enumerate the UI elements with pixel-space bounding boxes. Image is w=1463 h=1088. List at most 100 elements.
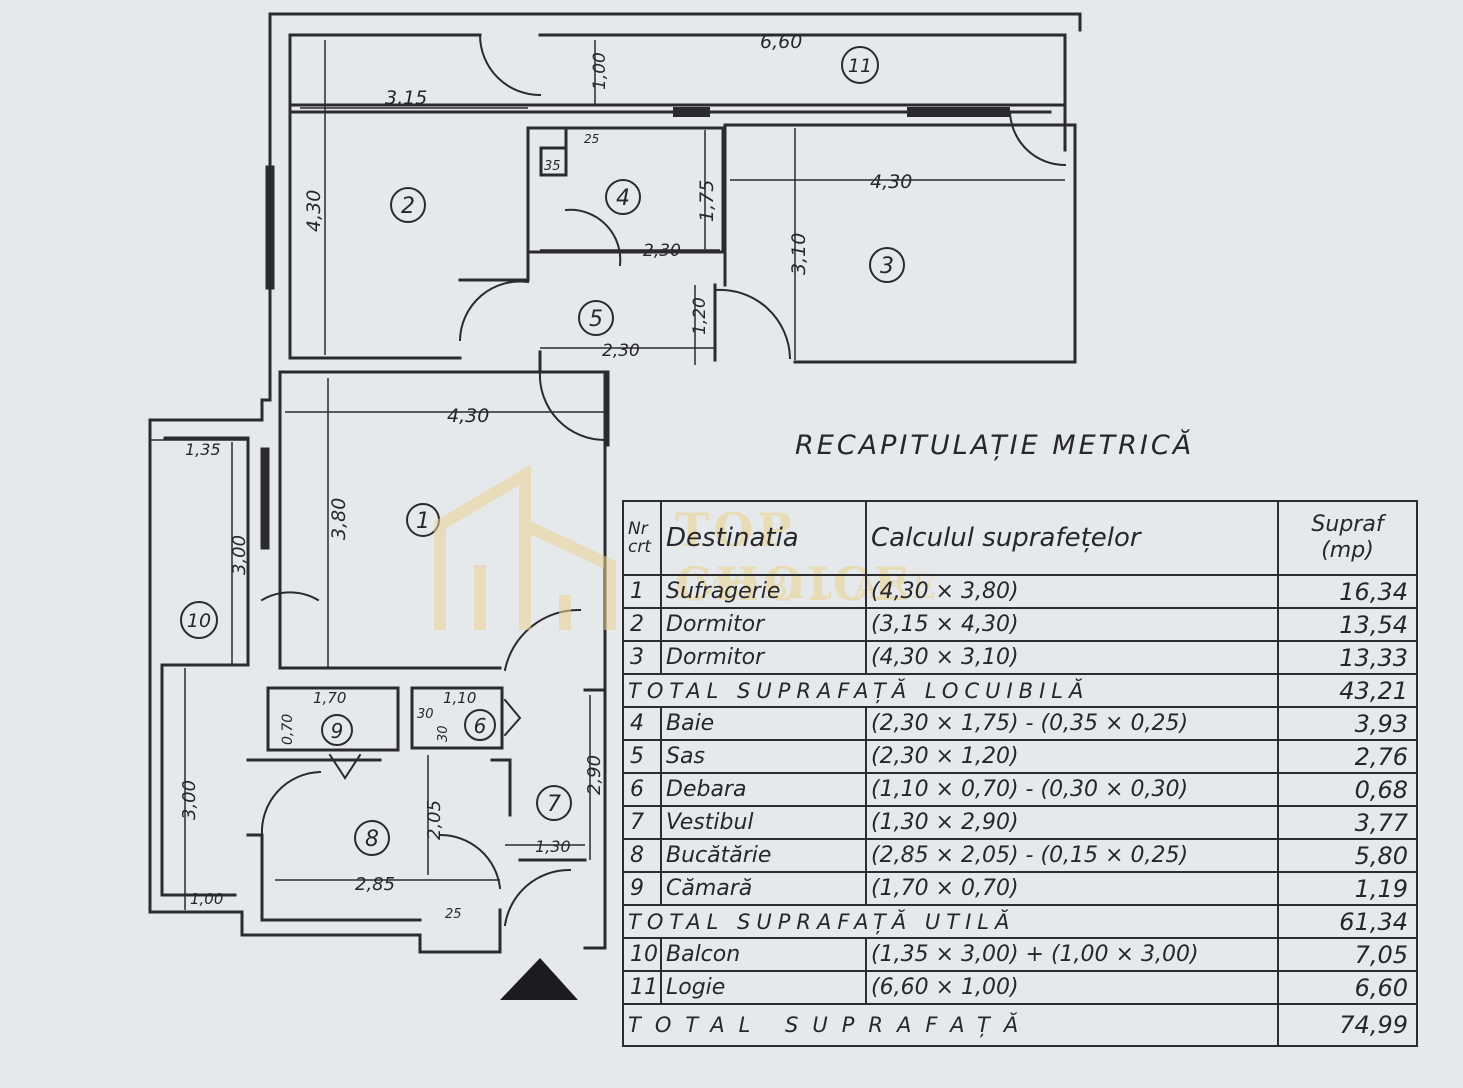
row-destination: Debara bbox=[660, 772, 867, 807]
dimension-labels: 6,60 1,00 3,15 4,30 4,30 1,75 2,30 3,10 … bbox=[179, 31, 912, 922]
total-label: TOTAL SUPRAFAȚĂ bbox=[622, 1003, 1279, 1047]
north-arrow-icon bbox=[500, 958, 578, 1000]
room-number: 3 bbox=[880, 254, 894, 279]
dim-label: 1,75 bbox=[696, 180, 718, 222]
wall-room-3 bbox=[723, 123, 1077, 364]
header-nr: Nr crt bbox=[622, 500, 662, 576]
dim-label: 3,00 bbox=[179, 780, 200, 820]
dim-label: 4,30 bbox=[447, 405, 489, 427]
row-destination: Sas bbox=[660, 739, 867, 774]
room-labels: 1 2 3 4 5 6 7 8 9 10 11 bbox=[180, 46, 905, 856]
door-swing bbox=[478, 33, 542, 97]
door-swing bbox=[538, 370, 607, 442]
total-label: TOTAL SUPRAFAȚĂ UTILĂ bbox=[622, 904, 1279, 939]
dim-label: 2,85 bbox=[355, 874, 395, 895]
room-number: 8 bbox=[365, 827, 379, 852]
dim-label: 4,30 bbox=[303, 190, 325, 232]
dim-label: 3,00 bbox=[229, 535, 250, 575]
row-calculation: (2,30 × 1,75) - (0,35 × 0,25) bbox=[865, 706, 1279, 741]
wall-room-1 bbox=[278, 370, 502, 670]
outer-wall bbox=[268, 12, 1082, 32]
door-swing bbox=[458, 280, 530, 342]
wall-room-2 bbox=[288, 33, 462, 360]
row-destination: Dormitor bbox=[660, 640, 867, 675]
row-destination: Baie bbox=[660, 706, 867, 741]
recap-title: RECAPITULAȚIE METRICĂ bbox=[795, 430, 1195, 461]
row-area: 5,80 bbox=[1277, 838, 1418, 873]
dim-label: 1,30 bbox=[535, 837, 571, 856]
door-swing bbox=[503, 608, 582, 672]
room-number: 9 bbox=[331, 719, 344, 743]
door-swing bbox=[564, 208, 622, 267]
outer-wall bbox=[148, 12, 502, 954]
dim-label: 4,30 bbox=[870, 171, 912, 193]
wall-room-6 bbox=[410, 686, 504, 750]
row-area: 74,99 bbox=[1277, 1003, 1418, 1047]
row-destination: Sufragerie bbox=[660, 574, 867, 609]
dim-label: 1,20 bbox=[690, 297, 710, 335]
room-number: 11 bbox=[848, 55, 872, 77]
room-number: 4 bbox=[616, 186, 630, 211]
wall-room-4 bbox=[539, 146, 568, 177]
row-number: 7 bbox=[622, 805, 662, 840]
room-number: 7 bbox=[547, 792, 561, 817]
wall-room-4 bbox=[526, 126, 725, 254]
row-area: 61,34 bbox=[1277, 904, 1418, 939]
row-calculation: (1,10 × 0,70) - (0,30 × 0,30) bbox=[865, 772, 1279, 807]
row-number: 3 bbox=[622, 640, 662, 675]
dim-label: 1,00 bbox=[190, 890, 223, 908]
dim-label: 2,30 bbox=[602, 341, 640, 361]
row-number: 4 bbox=[622, 706, 662, 741]
row-calculation: (6,60 × 1,00) bbox=[865, 970, 1279, 1005]
dim-label: 35 bbox=[544, 159, 561, 174]
dim-label: 1,00 bbox=[590, 52, 610, 90]
door-swing bbox=[503, 868, 572, 927]
door-swing bbox=[438, 833, 502, 890]
row-destination: Bucătărie bbox=[660, 838, 867, 873]
row-destination: Dormitor bbox=[660, 607, 867, 642]
header-destination: Destinatia bbox=[660, 500, 867, 576]
dim-label: 1,10 bbox=[443, 689, 476, 707]
dim-label: 30 bbox=[417, 707, 434, 722]
row-number: 9 bbox=[622, 871, 662, 906]
door-swing bbox=[260, 591, 320, 602]
row-number: 5 bbox=[622, 739, 662, 774]
dim-label: 2,05 bbox=[424, 800, 445, 840]
row-number: 11 bbox=[622, 970, 662, 1005]
area-summary-table: Nr crt Destinatia Calculul suprafețelor … bbox=[622, 500, 1418, 1047]
row-destination: Logie bbox=[660, 970, 867, 1005]
door-swing bbox=[503, 698, 522, 737]
row-calculation: (4,30 × 3,80) bbox=[865, 574, 1279, 609]
header-area: Supraf (mp) bbox=[1277, 500, 1418, 576]
row-calculation: (2,85 × 2,05) - (0,15 × 0,25) bbox=[865, 838, 1279, 873]
room-number: 1 bbox=[416, 509, 430, 534]
row-area: 13,54 bbox=[1277, 607, 1418, 642]
dim-label: 1,35 bbox=[185, 440, 221, 459]
room-number: 5 bbox=[589, 307, 603, 332]
row-number: 8 bbox=[622, 838, 662, 873]
row-area: 43,21 bbox=[1277, 673, 1418, 708]
wall-room-8 bbox=[490, 758, 512, 817]
dim-label: 0,70 bbox=[280, 714, 296, 745]
door-swing bbox=[328, 753, 362, 780]
dim-label: 30 bbox=[436, 725, 451, 742]
row-area: 16,34 bbox=[1277, 574, 1418, 609]
header-nr-sub: crt bbox=[628, 537, 652, 557]
header-area-label: Supraf bbox=[1311, 512, 1384, 537]
room-number: 6 bbox=[474, 714, 487, 738]
row-destination: Cămară bbox=[660, 871, 867, 906]
row-number: 10 bbox=[622, 937, 662, 972]
dim-label: 6,60 bbox=[760, 31, 802, 53]
row-area: 7,05 bbox=[1277, 937, 1418, 972]
